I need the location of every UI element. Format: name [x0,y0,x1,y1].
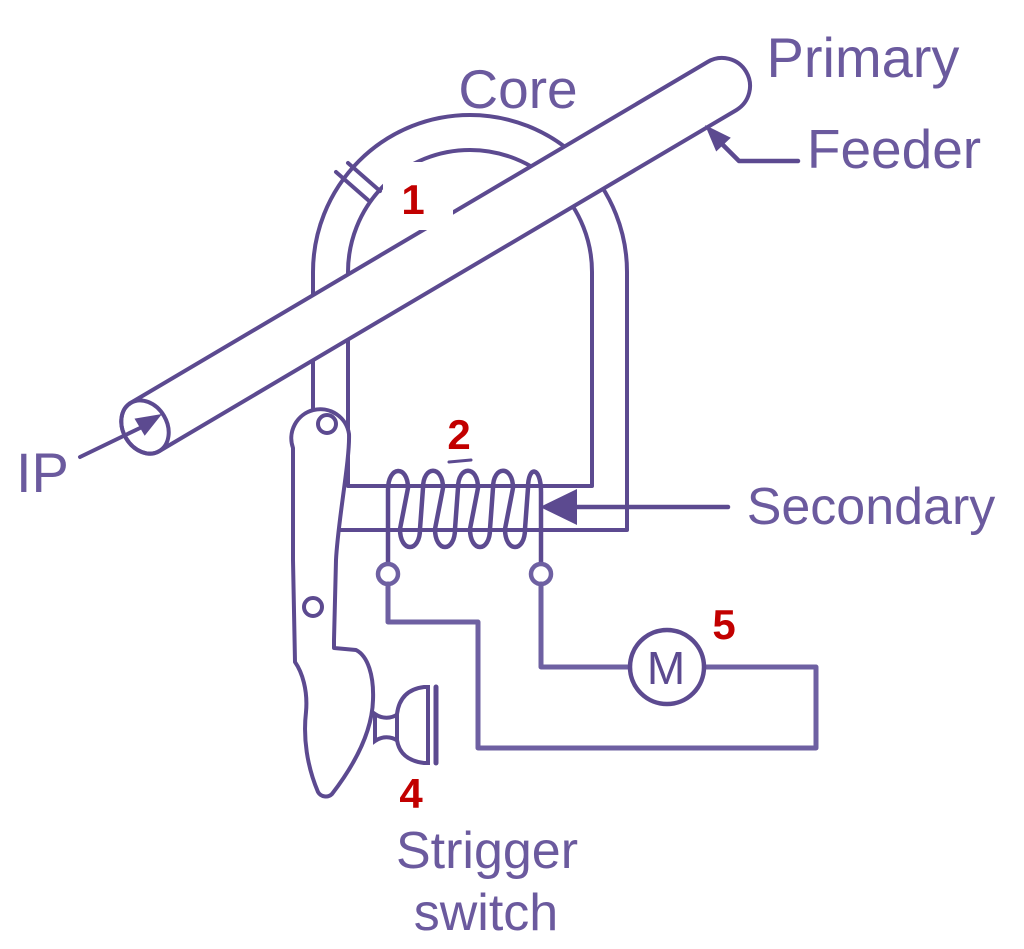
ip-arrowhead-icon [134,414,162,436]
annotation-number-1: 1 [401,176,424,223]
tube-end-rim [119,398,171,456]
lever-body [289,407,376,799]
feeder-label: Feeder [807,118,981,180]
right-terminal [528,561,554,587]
trigger-lever [289,407,376,799]
coil-winding [385,468,544,567]
core-joint-hatch [334,161,382,202]
button-stem [373,710,400,745]
annotation-box-1 [383,162,453,230]
left-terminal-wire [385,581,819,751]
left-terminal [375,561,401,587]
meter-label: M [647,642,685,694]
ip-current-arrow [78,414,162,459]
secondary-coil [385,458,544,567]
feeder-pointer [705,125,801,164]
coil-tick-mark [447,458,473,464]
annotation-number-2: 2 [447,411,470,458]
secondary-label: Secondary [747,478,996,536]
lever-pivot-hole-top [316,413,338,435]
primary-label: Primary [767,26,960,89]
core-label: Core [458,58,577,120]
meter-circuit [375,561,819,751]
trigger-switch-label-line1: Strigger [396,822,578,880]
annotation-number-4: 4 [399,770,423,817]
secondary-arrowhead-icon [540,489,577,525]
button-dome [395,685,430,765]
feeder-tube [119,56,752,456]
lever-pivot-hole-bottom [302,596,324,618]
right-terminal-wire [538,581,633,670]
ip-label: IP [16,441,69,504]
annotation-number-5: 5 [712,601,735,648]
meter-circle [627,627,707,707]
trigger-switch-label-line2: switch [414,884,558,942]
feeder-arrowhead-icon [705,125,731,152]
trigger-switch-button [373,684,439,766]
secondary-pointer [540,489,731,525]
